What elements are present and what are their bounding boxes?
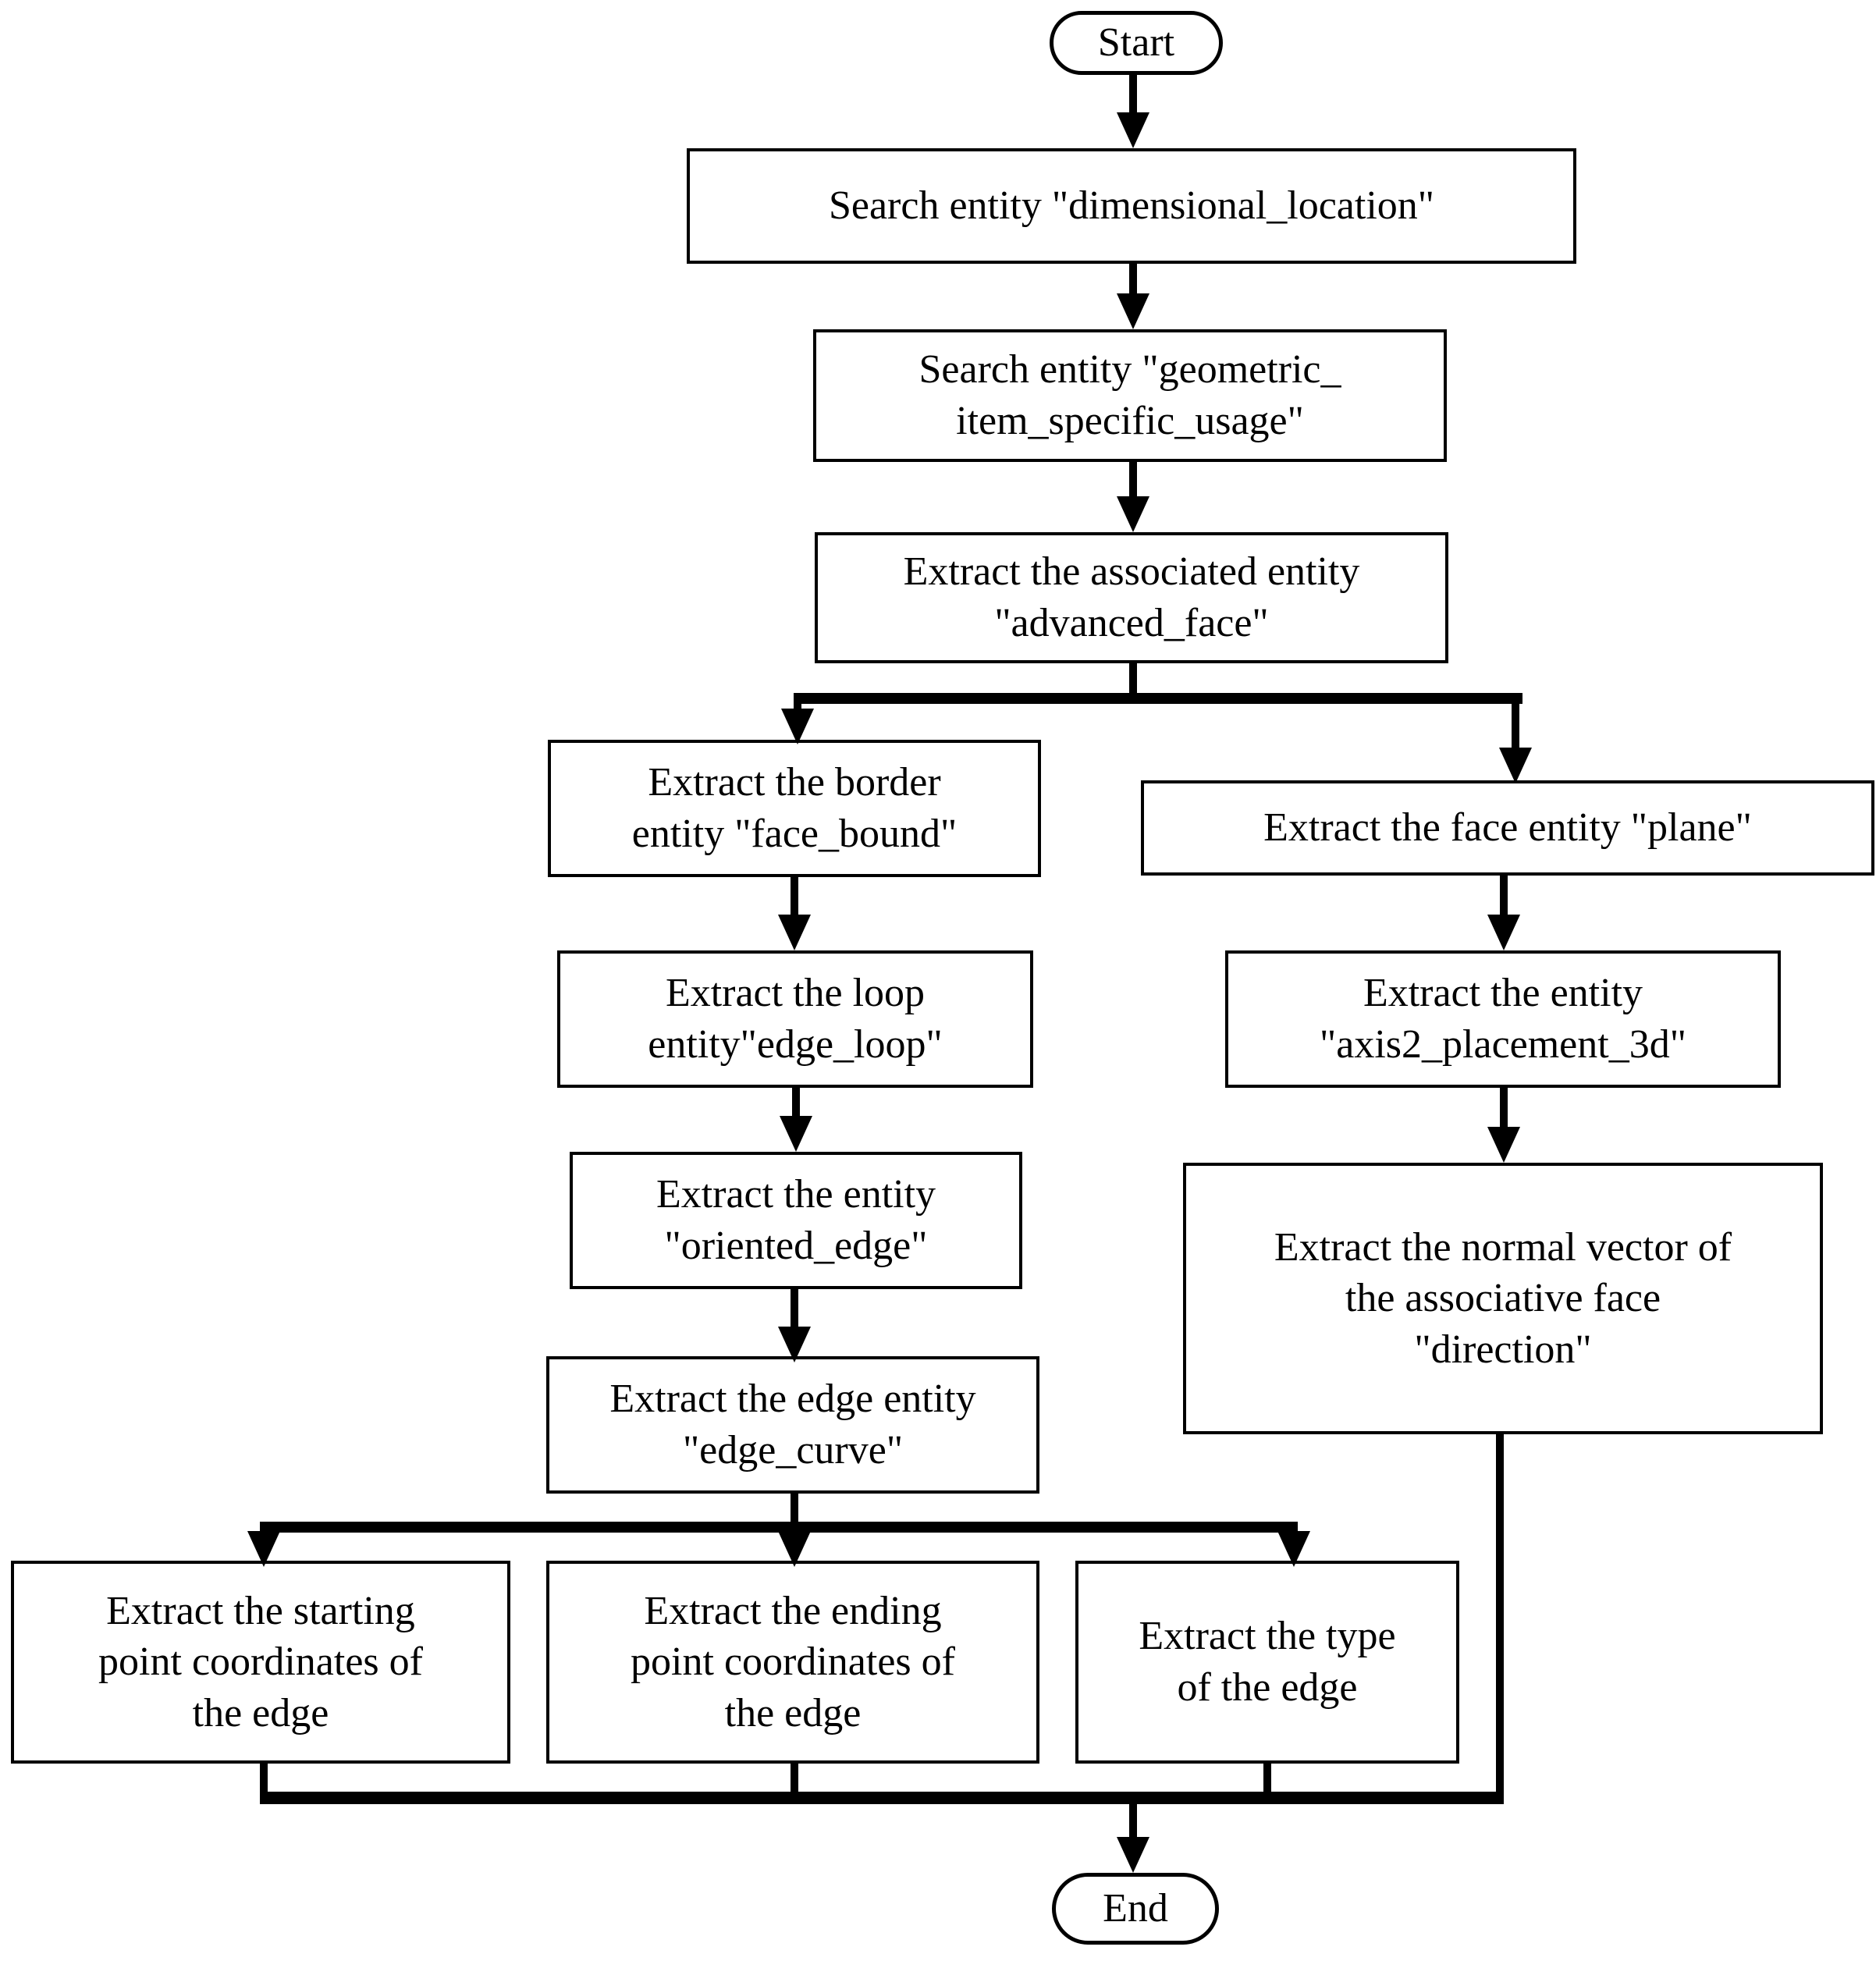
arrowhead-plane (1499, 748, 1532, 783)
node-extract-start-point-label: Extract the starting point coordinates o… (98, 1588, 423, 1735)
node-end-label: End (1103, 1886, 1168, 1931)
node-extract-end-point-label: Extract the ending point coordinates of … (631, 1588, 955, 1735)
edge-oriented-edge-to-edge-curve (791, 1289, 798, 1333)
edge-split-left-drop (794, 693, 801, 716)
edge-dimensional-location-to-geometric (1129, 264, 1137, 300)
arrowhead-geometric (1117, 293, 1149, 329)
node-extract-face-bound-label: Extract the border entity "face_bound" (631, 760, 958, 856)
node-start-label: Start (1097, 20, 1175, 66)
arrowhead-edge-type (1277, 1531, 1310, 1567)
edge-split3-right-drop (1290, 1522, 1298, 1539)
node-extract-start-point[interactable]: Extract the starting point coordinates o… (11, 1561, 510, 1764)
edge-split-right-drop (1512, 693, 1519, 757)
edge-end-point-riser (791, 1764, 798, 1801)
edge-edge-curve-stem (791, 1494, 798, 1526)
node-extract-edge-curve[interactable]: Extract the edge entity "edge_curve" (546, 1356, 1039, 1494)
arrowhead-face-bound (781, 709, 814, 744)
node-start[interactable]: Start (1050, 11, 1223, 75)
node-extract-edge-loop-label: Extract the loop entity"edge_loop" (648, 971, 943, 1067)
node-extract-plane-label: Extract the face entity "plane" (1263, 805, 1752, 851)
node-extract-plane[interactable]: Extract the face entity "plane" (1141, 780, 1874, 876)
edge-split3-left-drop (260, 1522, 268, 1539)
node-end[interactable]: End (1052, 1873, 1219, 1945)
arrowhead-end-point (778, 1531, 811, 1567)
edge-axis2-to-direction (1500, 1088, 1508, 1131)
node-extract-oriented-edge-label: Extract the entity "oriented_edge" (656, 1172, 936, 1268)
edge-geometric-to-advanced-face (1129, 462, 1137, 498)
node-extract-face-bound[interactable]: Extract the border entity "face_bound" (548, 740, 1041, 877)
node-extract-advanced-face[interactable]: Extract the associated entity "advanced_… (815, 532, 1448, 663)
arrowhead-direction (1487, 1127, 1520, 1163)
node-search-dimensional-location-label: Search entity "dimensional_location" (828, 183, 1435, 229)
node-search-dimensional-location[interactable]: Search entity "dimensional_location" (687, 148, 1576, 264)
node-extract-end-point[interactable]: Extract the ending point coordinates of … (546, 1561, 1039, 1764)
node-extract-advanced-face-label: Extract the associated entity "advanced_… (903, 549, 1360, 645)
arrowhead-edge-curve (778, 1327, 811, 1362)
node-search-geometric-item-specific-usage[interactable]: Search entity "geometric_ item_specific_… (813, 329, 1447, 462)
edge-start-point-riser (260, 1764, 268, 1801)
node-extract-axis2-placement-3d-label: Extract the entity "axis2_placement_3d" (1320, 971, 1686, 1067)
arrowhead-edge-loop (778, 915, 811, 950)
edge-edge-curve-split-bar (260, 1522, 1298, 1533)
node-extract-edge-curve-label: Extract the edge entity "edge_curve" (609, 1377, 976, 1473)
node-extract-oriented-edge[interactable]: Extract the entity "oriented_edge" (570, 1152, 1022, 1289)
node-extract-edge-type[interactable]: Extract the type of the edge (1075, 1561, 1459, 1764)
edge-direction-to-merge (1496, 1434, 1504, 1795)
node-extract-axis2-placement-3d[interactable]: Extract the entity "axis2_placement_3d" (1225, 950, 1781, 1088)
node-extract-direction[interactable]: Extract the normal vector of the associa… (1183, 1163, 1823, 1434)
edge-edge-type-riser (1263, 1764, 1271, 1801)
edge-advanced-face-stem (1129, 663, 1137, 698)
node-extract-edge-type-label: Extract the type of the edge (1139, 1614, 1396, 1710)
edge-bottom-merge-bar (260, 1792, 1504, 1804)
edge-face-bound-to-edge-loop (791, 877, 798, 921)
edge-edge-loop-to-oriented-edge (792, 1088, 800, 1124)
node-extract-edge-loop[interactable]: Extract the loop entity"edge_loop" (557, 950, 1033, 1088)
edge-start-to-dimensional-location (1129, 75, 1137, 119)
arrowhead-end (1117, 1837, 1149, 1873)
arrowhead-advanced-face (1117, 496, 1149, 532)
arrowhead-start-point (247, 1531, 280, 1567)
arrowhead-oriented-edge (780, 1116, 812, 1152)
edge-merge-to-end (1129, 1792, 1137, 1848)
node-search-geometric-item-specific-usage-label: Search entity "geometric_ item_specific_… (918, 347, 1341, 443)
arrowhead-axis2 (1487, 915, 1520, 950)
arrowhead-dimensional-location (1117, 112, 1149, 148)
edge-advanced-face-split-bar (794, 693, 1522, 704)
edge-plane-to-axis2 (1500, 876, 1508, 919)
node-extract-direction-label: Extract the normal vector of the associa… (1274, 1224, 1732, 1372)
